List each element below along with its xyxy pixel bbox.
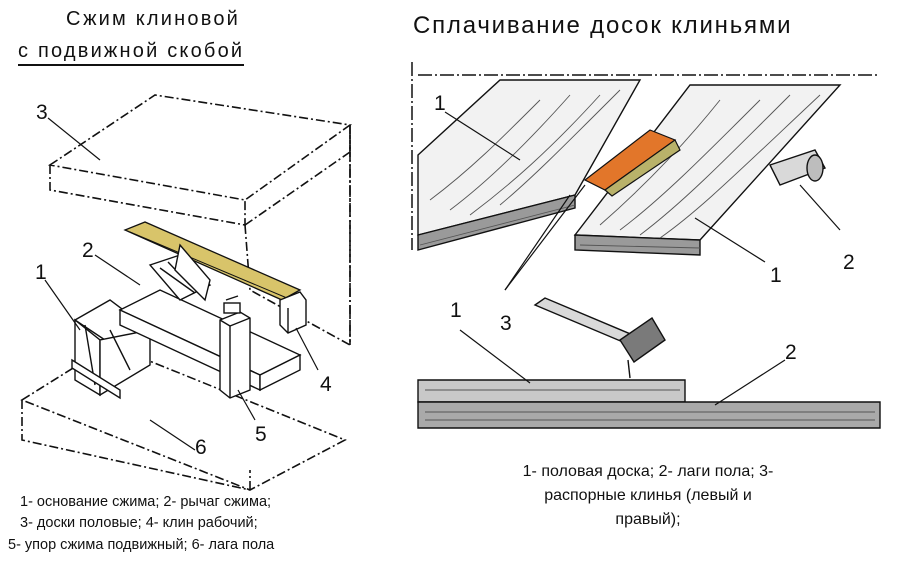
right-caption-line3: правый); xyxy=(615,511,681,528)
left-label-4: 4 xyxy=(320,373,332,396)
left-caption-line1: 1- основание сжима; 2- рычаг сжима; xyxy=(20,494,272,510)
left-label-2: 2 xyxy=(82,239,94,262)
right-label-1-upper: 1 xyxy=(434,92,446,115)
right-label-2-lower: 2 xyxy=(785,341,797,364)
left-caption-line3: 5- упор сжима подвижный; 6- лага пола xyxy=(8,537,275,553)
clamp-base xyxy=(71,299,152,400)
wedge-right xyxy=(604,139,681,197)
floor-board-lower xyxy=(417,379,881,429)
right-title: Сплачивание досок клиньями xyxy=(413,12,793,39)
floor-board-left xyxy=(417,79,642,251)
hammer-icon xyxy=(533,297,666,379)
right-label-2-upper: 2 xyxy=(843,251,855,274)
left-label-1: 1 xyxy=(35,261,47,284)
right-caption-line1: 1- половая доска; 2- лаги пола; 3- xyxy=(522,463,774,480)
floor-lag-upper xyxy=(769,149,827,186)
right-label-1-lower: 1 xyxy=(450,299,462,322)
movable-stop xyxy=(219,295,251,399)
left-title-line2: с подвижной скобой xyxy=(18,40,245,66)
left-label-3: 3 xyxy=(36,101,48,124)
left-label-6: 6 xyxy=(195,436,207,459)
working-wedge xyxy=(123,221,302,301)
left-label-5: 5 xyxy=(255,423,267,446)
left-caption-line2: 3- доски половые; 4- клин рабочий; xyxy=(20,515,258,531)
floor-board-right xyxy=(573,84,842,256)
right-caption-line2: распорные клинья (левый и xyxy=(544,487,752,504)
right-label-3: 3 xyxy=(500,312,512,335)
wedge-block xyxy=(279,291,307,334)
right-label-1-right: 1 xyxy=(770,264,782,287)
left-title-line1: Сжим клиновой xyxy=(66,8,241,30)
